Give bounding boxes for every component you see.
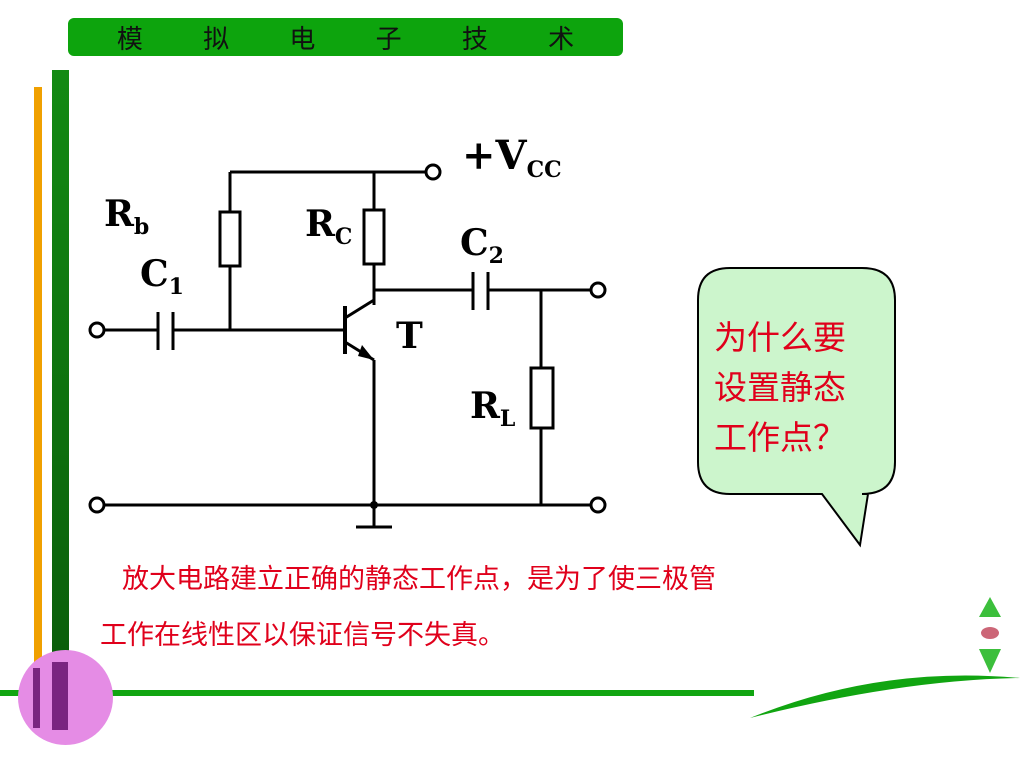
home-icon [981,627,999,639]
pink-decor-bar-thick [52,662,68,730]
slide-navigation[interactable] [975,595,1005,685]
rc-label: RC [305,203,353,250]
green-swoosh-decor [750,675,1020,718]
explanation-text: 放大电路建立正确的静态工作点，是为了使三极管 工作在线性区以保证信号不失真。 [100,552,900,664]
title-banner: 模 拟 电 子 技 术 [68,18,623,56]
callout-line-1: 为什么要 [714,318,846,357]
next-slide-icon [979,649,1001,673]
rl-label: RL [470,385,516,432]
page-title: 模 拟 电 子 技 术 [116,24,601,55]
c2-label: C2 [460,222,504,269]
vcc-label: +VCC [462,132,562,183]
c1-label: C1 [140,253,184,300]
rb-label: Rb [104,193,150,240]
prev-slide-icon [979,597,1001,617]
ground-node [370,501,378,509]
explanation-line-1: 放大电路建立正确的静态工作点，是为了使三极管 [122,564,716,595]
output-terminal [589,281,607,299]
callout-line-3: 工作点？ [714,418,846,457]
vcc-terminal [424,163,442,181]
bottom-green-line [70,690,754,696]
emitter-arrow [358,345,374,360]
orange-decor-bar [34,87,42,687]
transistor-label: T [396,315,423,357]
callout-line-2: 设置静态 [714,368,846,407]
callout-question: 为什么要 设置静态 工作点？ [714,313,884,463]
green-decor-bar [52,70,69,690]
callout-bubble [697,267,896,548]
ground-terminal-right [589,496,607,514]
pink-decor-bar-thin [33,668,40,728]
explanation-line-2: 工作在线性区以保证信号不失真。 [100,620,505,651]
